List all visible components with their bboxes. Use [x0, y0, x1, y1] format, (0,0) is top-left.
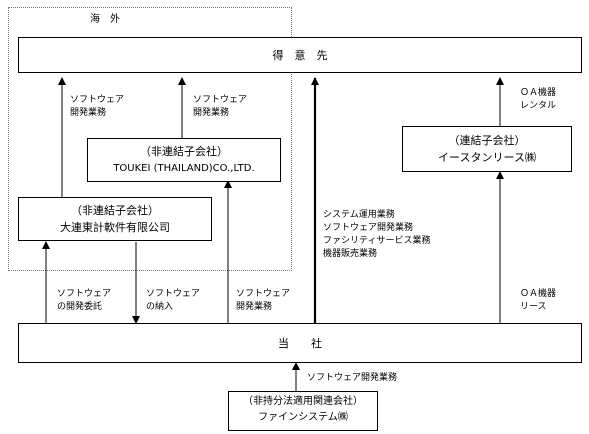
company-label: 当 社	[278, 337, 322, 350]
fine-box: （非持分法適用関連会社） ファインシステム㈱	[228, 391, 378, 431]
overseas-label: 海 外	[90, 14, 120, 25]
label-company-to-dalian-2: の開発委託	[57, 302, 103, 312]
label-company-to-customers-3: ファシリティサービス業務	[323, 236, 431, 246]
dalian-type: （非連結子会社）	[71, 204, 159, 217]
fine-type: （非持分法適用関連会社）	[243, 396, 363, 407]
label-company-to-dalian-1: ソフトウェア	[57, 289, 112, 299]
customers-label: 得 意 先	[272, 49, 328, 62]
dalian-box: （非連結子会社） 大連東計軟件有限公司	[18, 197, 212, 241]
fine-name: ファインシステム㈱	[258, 412, 348, 423]
label-company-to-eastern-1: ＯＡ機器	[520, 289, 557, 299]
label-company-to-toukei-2: 開発業務	[236, 302, 273, 312]
label-dalian-to-customers-1: ソフトウェア	[70, 95, 125, 105]
eastern-type: （連結子会社）	[448, 134, 526, 147]
label-toukei-to-customers-2: 開発業務	[193, 108, 230, 118]
label-eastern-to-customers-1: ＯＡ機器	[520, 88, 557, 98]
toukei-name: TOUKEI (THAILAND)CO.,LTD.	[113, 163, 255, 174]
toukei-type: （非連結子会社）	[140, 145, 228, 158]
overseas-region	[8, 7, 292, 271]
label-fine-to-company: ソフトウェア開発業務	[307, 373, 398, 383]
label-company-to-eastern-2: リース	[520, 302, 547, 312]
toukei-box: （非連結子会社） TOUKEI (THAILAND)CO.,LTD.	[87, 138, 281, 182]
eastern-name: イースタンリース㈱	[438, 151, 536, 164]
label-toukei-to-customers-1: ソフトウェア	[193, 95, 248, 105]
label-company-to-customers-1: システム運用業務	[323, 210, 395, 220]
label-company-to-customers-2: ソフトウェア開発業務	[323, 223, 414, 233]
label-dalian-to-customers-2: 開発業務	[70, 108, 107, 118]
customers-box: 得 意 先	[18, 37, 582, 73]
dalian-name: 大連東計軟件有限公司	[60, 221, 170, 234]
label-eastern-to-customers-2: レンタル	[520, 101, 557, 111]
company-box: 当 社	[18, 323, 582, 363]
label-company-to-customers-4: 機器販売業務	[323, 249, 378, 259]
eastern-box: （連結子会社） イースタンリース㈱	[402, 126, 572, 172]
label-company-to-toukei-1: ソフトウェア	[236, 289, 291, 299]
label-dalian-to-company-2: の納入	[146, 302, 174, 312]
label-dalian-to-company-1: ソフトウェア	[146, 289, 201, 299]
